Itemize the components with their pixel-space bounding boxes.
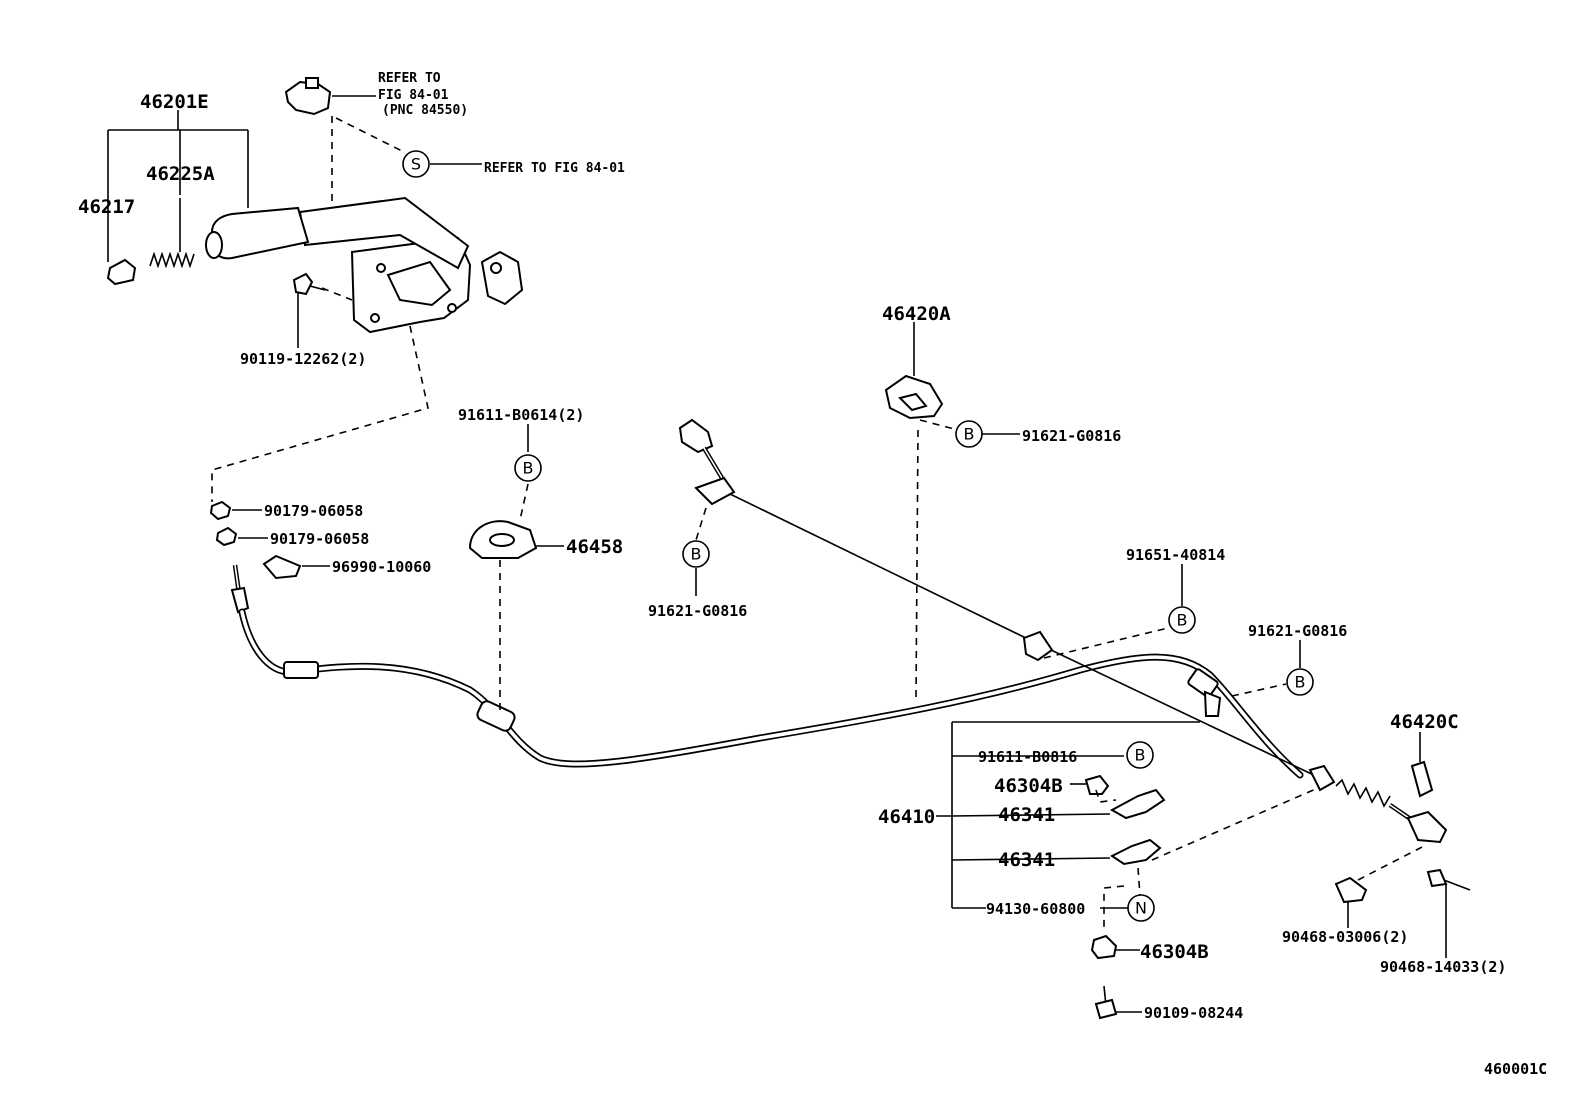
- label-46341-b: 46341: [998, 849, 1055, 871]
- label-46420c: 46420C: [1390, 711, 1459, 733]
- label-46420a: 46420A: [882, 303, 951, 325]
- label-90468-03006: 90468-03006(2): [1282, 928, 1408, 946]
- label-90179-06058-a: 90179-06058: [264, 502, 363, 520]
- cushion-46304B-b: [1090, 934, 1118, 960]
- nut-90179-06058-a: [209, 500, 232, 521]
- label-96990-10060: 96990-10060: [332, 558, 431, 576]
- marker-b-91621-g0816-c: B: [1286, 668, 1314, 696]
- label-refer-line3: (PNC 84550): [382, 103, 468, 118]
- marker-b-91621-g0816-b: B: [955, 420, 983, 448]
- marker-b-text: B: [523, 459, 534, 478]
- label-refer-line2: FIG 84-01: [378, 88, 449, 103]
- label-46458: 46458: [566, 536, 623, 558]
- marker-b-91651-40814: B: [1168, 606, 1196, 634]
- parking-brake-lever-assembly: [205, 196, 524, 334]
- dashed-reference-lines: [211, 116, 1425, 932]
- label-91611-b0816: 91611-B0816: [978, 748, 1077, 766]
- label-90119-12262: 90119-12262(2): [240, 350, 366, 368]
- cushion-46304B-a: [1084, 774, 1110, 795]
- marker-s: S: [402, 150, 430, 178]
- callout-labels: 46201E 46225A 46217 90119-12262(2) REFER…: [78, 71, 1547, 1078]
- label-46217: 46217: [78, 196, 135, 218]
- clip-96990-10060: [262, 554, 302, 580]
- spring-46225A: [149, 251, 195, 269]
- marker-b-91621-g0816-a: B: [682, 540, 710, 568]
- label-46410: 46410: [878, 806, 935, 828]
- label-46225a: 46225A: [146, 163, 215, 185]
- label-46341-a: 46341: [998, 804, 1055, 826]
- label-91651-40814: 91651-40814: [1126, 546, 1225, 564]
- label-90109-08244: 90109-08244: [1144, 1004, 1243, 1022]
- label-91621-g0816-b: 91621-G0816: [1022, 427, 1121, 445]
- marker-b-text: B: [691, 545, 702, 564]
- grommet-46458: [468, 520, 538, 559]
- clamp-46420A: [884, 374, 944, 420]
- label-46304b-b: 46304B: [1140, 941, 1209, 963]
- label-90468-14033: 90468-14033(2): [1380, 958, 1506, 976]
- label-refer-line1: REFER TO: [378, 71, 441, 86]
- label-91611-b0614: 91611-B0614(2): [458, 406, 584, 424]
- label-94130-60800: 94130-60800: [986, 900, 1085, 918]
- marker-b-text: B: [1135, 746, 1146, 765]
- bolt-90119-12262: [292, 272, 326, 296]
- knob-46217: [106, 258, 137, 286]
- marker-s-text: S: [411, 155, 421, 174]
- label-91621-g0816-a: 91621-G0816: [648, 602, 747, 620]
- leader-lines: [107, 95, 1447, 1013]
- marker-b-text: B: [1177, 611, 1188, 630]
- marker-n: N: [1127, 894, 1155, 922]
- clip-90468-14033: [1426, 868, 1471, 891]
- label-46201e: 46201E: [140, 91, 209, 113]
- pin-46420C: [1410, 760, 1434, 798]
- bracket-46341-b: [1110, 838, 1162, 866]
- figure-code: 460001C: [1484, 1060, 1547, 1078]
- switch-part-refer: [284, 77, 332, 116]
- marker-b-91611-b0614: B: [514, 454, 542, 482]
- label-refer-fig-s: REFER TO FIG 84-01: [484, 161, 625, 176]
- clip-90468-03006: [1334, 876, 1368, 904]
- marker-b-text: B: [964, 425, 975, 444]
- bolt-90109-08244: [1094, 985, 1118, 1020]
- label-46304b-a: 46304B: [994, 775, 1063, 797]
- bracket-46341-a: [1109, 788, 1166, 820]
- marker-b-text: B: [1295, 673, 1306, 692]
- marker-b-91611-b0816: B: [1126, 741, 1154, 769]
- rear-cable: [678, 418, 1448, 844]
- label-90179-06058-b: 90179-06058: [270, 530, 369, 548]
- marker-n-text: N: [1135, 899, 1147, 918]
- nut-90179-06058-b: [215, 526, 238, 547]
- label-91621-g0816-c: 91621-G0816: [1248, 622, 1347, 640]
